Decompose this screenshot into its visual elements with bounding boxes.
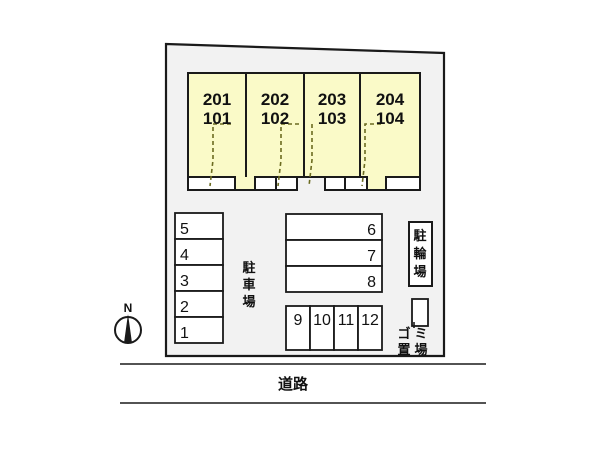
stair-dash-204	[361, 123, 381, 187]
unit-label-201: 201	[203, 90, 231, 109]
garbage-area-box[interactable]	[411, 298, 429, 327]
parking-stall-label-1: 1	[180, 325, 189, 342]
parking-lot-label-char-3: 場	[242, 294, 255, 310]
parking-lot-label: 駐 車 場	[242, 260, 255, 310]
entry-landing-104	[385, 176, 421, 191]
parking-stall-label-4: 4	[180, 247, 189, 264]
stair-dash-202	[277, 123, 299, 187]
parking-bottom-row: 9 10 11 12	[285, 305, 383, 351]
parking-stall-label-7: 7	[367, 248, 376, 265]
bicycle-parking-area[interactable]: 駐 輪 場	[408, 221, 433, 287]
parking-lot-label-char-1: 駐	[242, 260, 255, 276]
parking-stall-8[interactable]	[285, 265, 383, 293]
unit-label-202: 202	[261, 90, 289, 109]
parking-stall-12[interactable]	[357, 305, 383, 351]
unit-label-103: 103	[318, 109, 346, 128]
parking-stall-label-5: 5	[180, 221, 189, 238]
bicycle-parking-label-char-3: 場	[413, 264, 426, 280]
parking-stall-10[interactable]	[309, 305, 335, 351]
bicycle-parking-label-char-2: 輪	[413, 246, 427, 262]
unit-labels: 201 101 202 102 203 103 204 104	[203, 90, 405, 128]
compass-needle-east-half	[128, 314, 132, 343]
garbage-area-label-char-3: 置	[397, 343, 410, 358]
parking-stall-label-8: 8	[367, 274, 376, 291]
parking-stall-label-3: 3	[180, 273, 189, 290]
bicycle-parking-box[interactable]	[408, 221, 433, 287]
stair-dash-203	[308, 124, 313, 187]
parking-stall-label-12: 12	[361, 312, 379, 329]
parking-left-column: 5 4 3 2 1	[174, 212, 224, 344]
parking-lot-label-char-2: 車	[242, 277, 255, 293]
garbage-area-label-char-2: ミ	[414, 327, 427, 342]
unit-label-204: 204	[376, 90, 405, 109]
building-block: 201 101 202 102 203 103 204 104	[187, 72, 421, 191]
parking-stall-5[interactable]	[174, 212, 224, 240]
parking-stall-label-2: 2	[180, 299, 189, 316]
porch-notch-edges	[234, 177, 387, 190]
unit-label-203: 203	[318, 90, 346, 109]
unit-label-102: 102	[261, 109, 289, 128]
parking-stall-label-6: 6	[367, 222, 376, 239]
parking-stall-7[interactable]	[285, 239, 383, 267]
garbage-area-label-char-1: ゴ	[397, 326, 410, 342]
road-band: 道路	[120, 363, 486, 404]
garbage-area[interactable]: ゴ ミ 置 場	[397, 298, 429, 358]
parking-stall-label-10: 10	[313, 312, 331, 329]
parking-stall-9[interactable]	[285, 305, 311, 351]
parking-stall-1[interactable]	[174, 316, 224, 344]
road-label: 道路	[278, 375, 309, 393]
unit-label-104: 104	[376, 109, 405, 128]
compass-rose: N	[114, 301, 142, 344]
unit-label-101: 101	[203, 109, 231, 128]
parking-stall-2[interactable]	[174, 290, 224, 318]
parking-center-rows: 6 7 8	[285, 213, 383, 293]
garbage-area-label-char-4: 場	[414, 342, 427, 358]
compass-needle-west-half	[124, 314, 128, 343]
parking-stall-label-11: 11	[338, 312, 355, 329]
compass-north-label: N	[124, 301, 133, 315]
stair-dashed-lines	[209, 123, 381, 187]
parking-stall-3[interactable]	[174, 264, 224, 292]
stair-dash-201	[209, 123, 231, 187]
bicycle-parking-label-char-1: 駐	[413, 228, 426, 244]
parking-stall-label-9: 9	[294, 312, 303, 329]
